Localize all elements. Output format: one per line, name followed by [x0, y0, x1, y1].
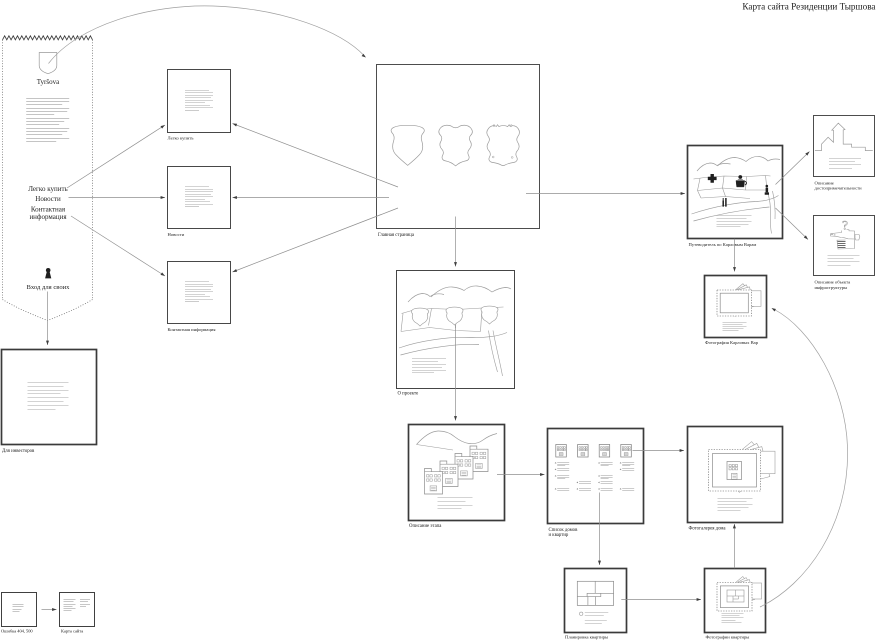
svg-text:достопримечательности: достопримечательности: [815, 186, 863, 191]
svg-text:Карта сайта Резиденции Тыршова: Карта сайта Резиденции Тыршова: [742, 2, 875, 12]
svg-text:информация: информация: [29, 213, 67, 221]
svg-text:Новости: Новости: [35, 195, 61, 203]
svg-text:Описание: Описание: [815, 180, 834, 185]
svg-text:Легко купить: Легко купить: [28, 185, 68, 193]
svg-text:Контактная: Контактная: [31, 206, 66, 214]
svg-text:Новости: Новости: [168, 232, 185, 237]
svg-text:О проекте: О проекте: [398, 392, 419, 397]
svg-text:и квартир: и квартир: [549, 533, 569, 538]
svg-text:Путеводитель по Карловым Варам: Путеводитель по Карловым Варам: [689, 242, 757, 247]
svg-text:Вход для своих: Вход для своих: [27, 284, 71, 291]
svg-text:?: ?: [842, 218, 848, 233]
svg-text:Tyršova: Tyršova: [37, 78, 60, 86]
svg-text:Карта сайта: Карта сайта: [61, 629, 83, 634]
svg-text:Контактная информация: Контактная информация: [168, 327, 217, 332]
svg-text:Фотографии квартиры: Фотографии квартиры: [706, 635, 750, 640]
svg-text:Фотогалерея дома: Фотогалерея дома: [689, 527, 727, 532]
svg-text:Планировка квартиры: Планировка квартиры: [565, 635, 608, 640]
svg-text:Список домов: Список домов: [549, 528, 579, 533]
svg-text:Для инвесторов: Для инвесторов: [2, 449, 35, 454]
svg-text:Ошибка 404, 500: Ошибка 404, 500: [1, 629, 33, 635]
svg-text:Фотография Карловых Вар: Фотография Карловых Вар: [705, 340, 759, 345]
svg-text:Описание этапа: Описание этапа: [409, 524, 442, 529]
svg-text:Легко купить: Легко купить: [168, 135, 194, 140]
svg-text:Описание объекта: Описание объекта: [815, 280, 851, 285]
svg-text:Главная страница: Главная страница: [378, 233, 415, 238]
svg-text:инфраструктуры: инфраструктуры: [815, 285, 848, 290]
